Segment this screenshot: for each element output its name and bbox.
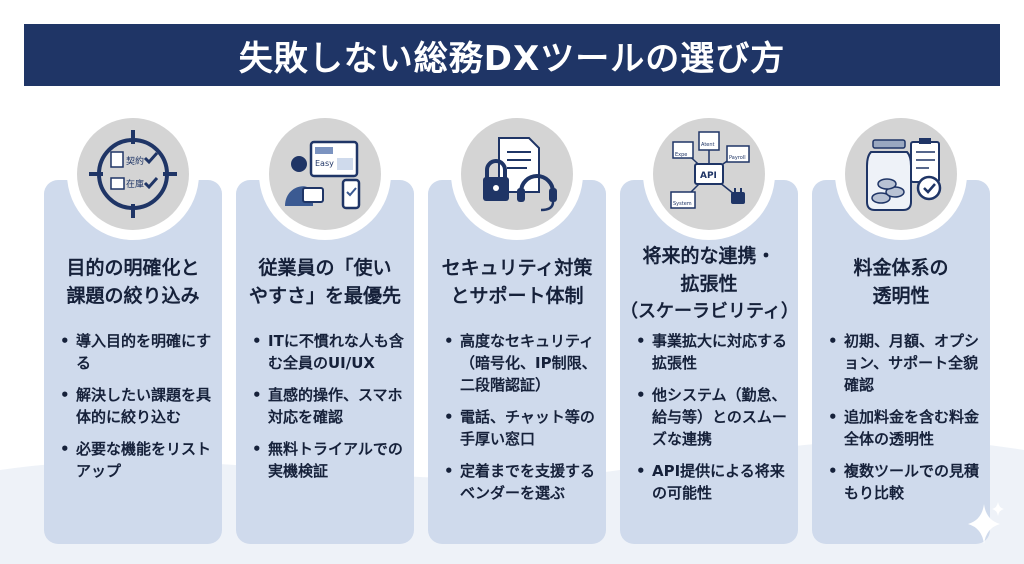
card-title-line: 目的の明確化と xyxy=(66,257,200,279)
svg-text:Expe: Expe xyxy=(675,152,687,158)
card-title-line: とサポート体制 xyxy=(450,285,584,307)
svg-text:API: API xyxy=(700,171,717,181)
bullet-list: 事業拡大に対応する拡張性 他システム（勤怠、給与等）とのスムーズな連携 API提… xyxy=(634,330,790,514)
target-contract-inventory-icon: 契約 在庫 xyxy=(67,108,199,240)
api-integration-icon: Expe Atent Payroll API System xyxy=(643,108,775,240)
sparkle-icon xyxy=(968,502,1004,544)
card-title-line: 拡張性 xyxy=(680,273,738,295)
card-title-line: 透明性 xyxy=(872,285,930,307)
bullet-item: 定着までを支援するベンダーを選ぶ xyxy=(442,460,598,504)
card-scalability: 将来的な連携・拡張性 （スケーラビリティ） 事業拡大に対応する拡張性 他システム（… xyxy=(620,180,799,544)
title-banner: 失敗しない総務DXツールの選び方 xyxy=(24,24,1000,86)
bullet-item: 電話、チャット等の手厚い窓口 xyxy=(442,406,598,450)
card-title-line: 課題の絞り込み xyxy=(66,285,200,307)
card-title-line: やすさ」を最優先 xyxy=(248,285,401,307)
bullet-item: 導入目的を明確にする xyxy=(58,330,214,374)
bullet-item: 解決したい課題を具体的に絞り込む xyxy=(58,384,214,428)
bullet-list: 高度なセキュリティ（暗号化、IP制限、二段階認証） 電話、チャット等の手厚い窓口… xyxy=(442,330,598,514)
bullet-item: API提供による将来の可能性 xyxy=(634,460,790,504)
svg-text:Payroll: Payroll xyxy=(729,155,746,161)
card-title: セキュリティ対策とサポート体制 xyxy=(428,254,606,310)
card-title-line: セキュリティ対策 xyxy=(441,257,593,279)
svg-text:契約: 契約 xyxy=(126,155,144,167)
card-title: 将来的な連携・拡張性 （スケーラビリティ） xyxy=(620,242,799,326)
svg-text:在庫: 在庫 xyxy=(126,178,144,190)
card-title-sub: （スケーラビリティ） xyxy=(620,301,799,322)
svg-text:Easy: Easy xyxy=(315,159,334,168)
bullet-item: ITに不慣れな人も含む全員のUI/UX xyxy=(250,330,406,374)
bullet-list: 初期、月額、オプション、サポート全貌確認 追加料金を含む料金全体の透明性 複数ツ… xyxy=(826,330,982,514)
card-title: 料金体系の透明性 xyxy=(812,254,990,310)
bullet-item: 他システム（勤怠、給与等）とのスムーズな連携 xyxy=(634,384,790,450)
bullet-item: 初期、月額、オプション、サポート全貌確認 xyxy=(826,330,982,396)
card-title-line: 将来的な連携・ xyxy=(642,245,776,267)
bullet-item: 高度なセキュリティ（暗号化、IP制限、二段階認証） xyxy=(442,330,598,396)
bullet-list: 導入目的を明確にする 解決したい課題を具体的に絞り込む 必要な機能をリストアップ xyxy=(58,330,214,492)
bullet-item: 必要な機能をリストアップ xyxy=(58,438,214,482)
pricing-transparency-icon xyxy=(835,108,967,240)
easy-ui-user-icon: Easy xyxy=(259,108,391,240)
svg-text:System: System xyxy=(673,201,692,207)
bullet-item: 無料トライアルでの実機検証 xyxy=(250,438,406,482)
card-title: 従業員の「使いやすさ」を最優先 xyxy=(236,254,414,310)
svg-text:Atent: Atent xyxy=(701,142,715,148)
bullet-item: 追加料金を含む料金全体の透明性 xyxy=(826,406,982,450)
page-title: 失敗しない総務DXツールの選び方 xyxy=(238,38,786,79)
bullet-item: 事業拡大に対応する拡張性 xyxy=(634,330,790,374)
card-title-line: 料金体系の xyxy=(853,257,949,279)
bullet-list: ITに不慣れな人も含む全員のUI/UX 直感的操作、スマホ対応を確認 無料トライ… xyxy=(250,330,406,492)
bullet-item: 複数ツールでの見積もり比較 xyxy=(826,460,982,504)
card-title-line: 従業員の「使い xyxy=(258,257,392,279)
bullet-item: 直感的操作、スマホ対応を確認 xyxy=(250,384,406,428)
security-support-icon xyxy=(451,108,583,240)
card-title: 目的の明確化と課題の絞り込み xyxy=(44,254,222,310)
